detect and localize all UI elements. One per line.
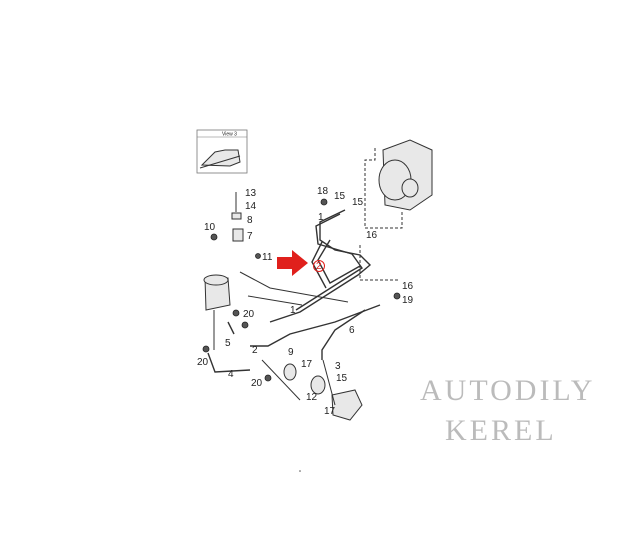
callout: 3 [335, 361, 341, 372]
highlight-arrow [277, 250, 308, 276]
bracket [232, 228, 244, 242]
callout: 14 [245, 201, 257, 212]
callout: 15 [334, 191, 346, 202]
inset-view-3: View 3 [196, 129, 248, 174]
callout: 15 [336, 373, 348, 384]
callout: 7 [247, 231, 253, 242]
callout: 11 [262, 252, 273, 263]
callout: 13 [245, 188, 257, 199]
highlighted-callout: 2 [316, 261, 322, 272]
highlight-circle [313, 260, 325, 272]
fitting [283, 363, 297, 381]
callout: 5 [225, 338, 231, 349]
callout: 18 [317, 186, 329, 197]
callout: 15 [352, 197, 364, 208]
watermark-line-1: AUTODILY [420, 374, 595, 407]
callout: 12 [306, 392, 318, 403]
callout: 8 [247, 215, 253, 226]
clip [231, 212, 242, 220]
pump [331, 389, 363, 421]
callout: 17 [301, 359, 313, 370]
callout: 10 [204, 222, 216, 233]
callout: 2 [252, 345, 258, 356]
callout: 17 [324, 406, 336, 417]
callout: 20 [251, 378, 263, 389]
inset-label: View 3 [222, 132, 237, 138]
callout: 9 [288, 347, 294, 358]
callout: 20 [197, 357, 209, 368]
callout: 19 [402, 295, 414, 306]
steering-valve-unit [359, 139, 433, 281]
callout: 4 [228, 369, 234, 380]
callout: 6 [349, 325, 355, 336]
pipe-assembly [207, 209, 381, 401]
callout: 20 [243, 309, 255, 320]
callout: 16 [402, 281, 414, 292]
callout: 1 [318, 212, 324, 223]
watermark-line-2: KEREL [445, 414, 557, 447]
fluid-reservoir [203, 274, 231, 350]
callout: 1 [290, 305, 296, 316]
callout: 16 [366, 230, 378, 241]
